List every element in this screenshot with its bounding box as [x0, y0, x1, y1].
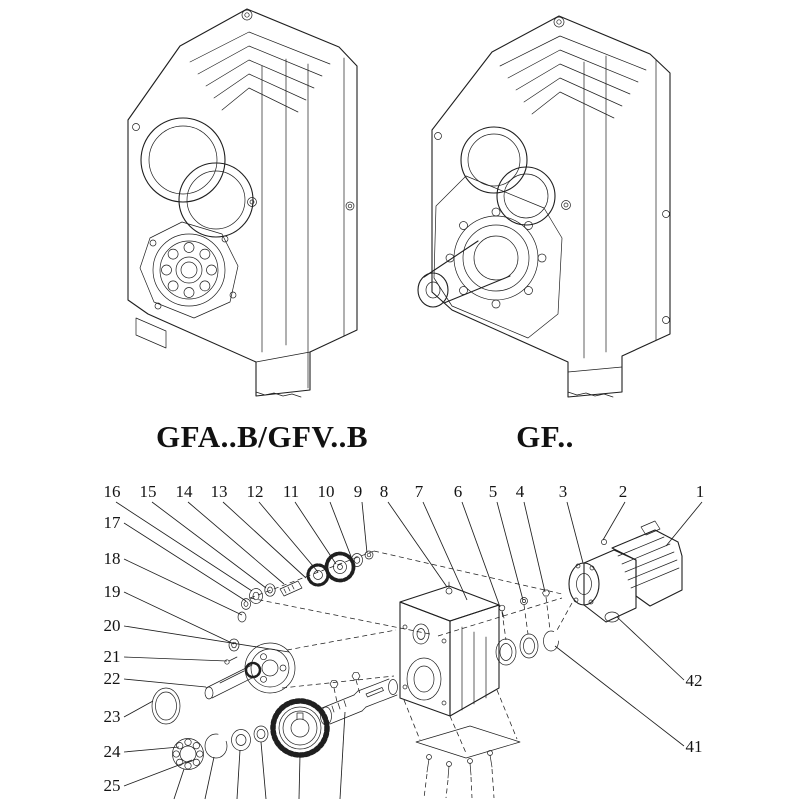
output-flange — [433, 175, 563, 339]
shaft-key — [365, 687, 384, 698]
gearbox-drawing-right — [417, 15, 671, 398]
housing-outline — [127, 8, 358, 397]
housing-bosses — [434, 16, 670, 324]
input-shaft-assembly — [228, 550, 374, 652]
flat-gear — [244, 642, 296, 694]
gasket-and-screws — [415, 725, 521, 779]
callout-4: 4 — [516, 482, 525, 501]
housing-ribs — [255, 57, 345, 389]
intermediate-gear-set — [151, 642, 296, 725]
callout-2: 2 — [619, 482, 628, 501]
bore-holes — [140, 117, 254, 238]
adapter-hub — [604, 611, 620, 623]
callout-15: 15 — [140, 482, 157, 501]
housing-outline — [431, 15, 671, 398]
callout-21: 21 — [104, 647, 121, 666]
callout-13: 13 — [211, 482, 228, 501]
output-shaft-cluster — [172, 672, 398, 770]
ball-bearing — [172, 738, 204, 770]
callout-3: 3 — [559, 482, 568, 501]
callout-10: 10 — [318, 482, 335, 501]
hex-bolt — [329, 680, 339, 688]
callout-numbers: 16 15 14 13 12 11 10 9 8 7 6 5 4 3 2 1 1… — [104, 482, 705, 795]
cooling-fins — [189, 31, 331, 113]
snap-ring — [543, 630, 559, 652]
callout-11: 11 — [283, 482, 299, 501]
output-gear — [270, 698, 330, 758]
retaining-ring — [204, 733, 228, 759]
bearing-flange — [139, 221, 239, 319]
pinion-shaft-gear — [244, 661, 262, 679]
seal-rings — [495, 630, 559, 666]
callout-25: 25 — [104, 776, 121, 795]
callout-8: 8 — [380, 482, 389, 501]
callout-41: 41 — [686, 737, 703, 756]
motor-assembly — [568, 520, 683, 623]
housing-bosses — [132, 9, 355, 211]
output-shaft — [417, 240, 511, 308]
callout-7: 7 — [415, 482, 424, 501]
motor-fins — [617, 536, 680, 589]
callout-16: 16 — [104, 482, 121, 501]
hex-bolt — [351, 672, 361, 680]
callout-1: 1 — [696, 482, 705, 501]
terminal-box — [640, 520, 661, 536]
callout-6: 6 — [454, 482, 463, 501]
bore-holes — [460, 126, 556, 226]
callout-18: 18 — [104, 549, 121, 568]
callout-5: 5 — [489, 482, 498, 501]
projection-lines — [249, 550, 573, 799]
callout-9: 9 — [354, 482, 363, 501]
exploded-housing — [399, 581, 500, 717]
mounting-feet — [567, 391, 614, 398]
callout-23: 23 — [104, 707, 121, 726]
gearbox-drawing-left — [127, 8, 358, 398]
motor-body — [611, 529, 683, 607]
adapter-housing — [583, 549, 637, 623]
callout-42: 42 — [686, 671, 703, 690]
oil-seal — [151, 687, 181, 725]
mounting-feet — [135, 317, 302, 398]
input-gear — [324, 551, 356, 583]
model-label-right: GF.. — [516, 419, 574, 454]
vent-plug — [445, 587, 453, 595]
gasket — [415, 725, 521, 759]
small-fasteners — [498, 589, 550, 619]
cooling-fins — [499, 35, 647, 119]
callout-17: 17 — [104, 513, 122, 532]
callout-12: 12 — [247, 482, 264, 501]
housing-ribs — [567, 55, 657, 373]
callout-24: 24 — [104, 742, 122, 761]
callout-22: 22 — [104, 669, 121, 688]
model-label-left: GFA..B/GFV..B — [156, 419, 368, 454]
flange-bolt — [601, 539, 607, 545]
callout-19: 19 — [104, 582, 121, 601]
exploded-view: 16 15 14 13 12 11 10 9 8 7 6 5 4 3 2 1 1… — [104, 482, 705, 800]
callout-20: 20 — [104, 616, 121, 635]
callout-14: 14 — [176, 482, 194, 501]
leader-lines — [115, 501, 703, 800]
